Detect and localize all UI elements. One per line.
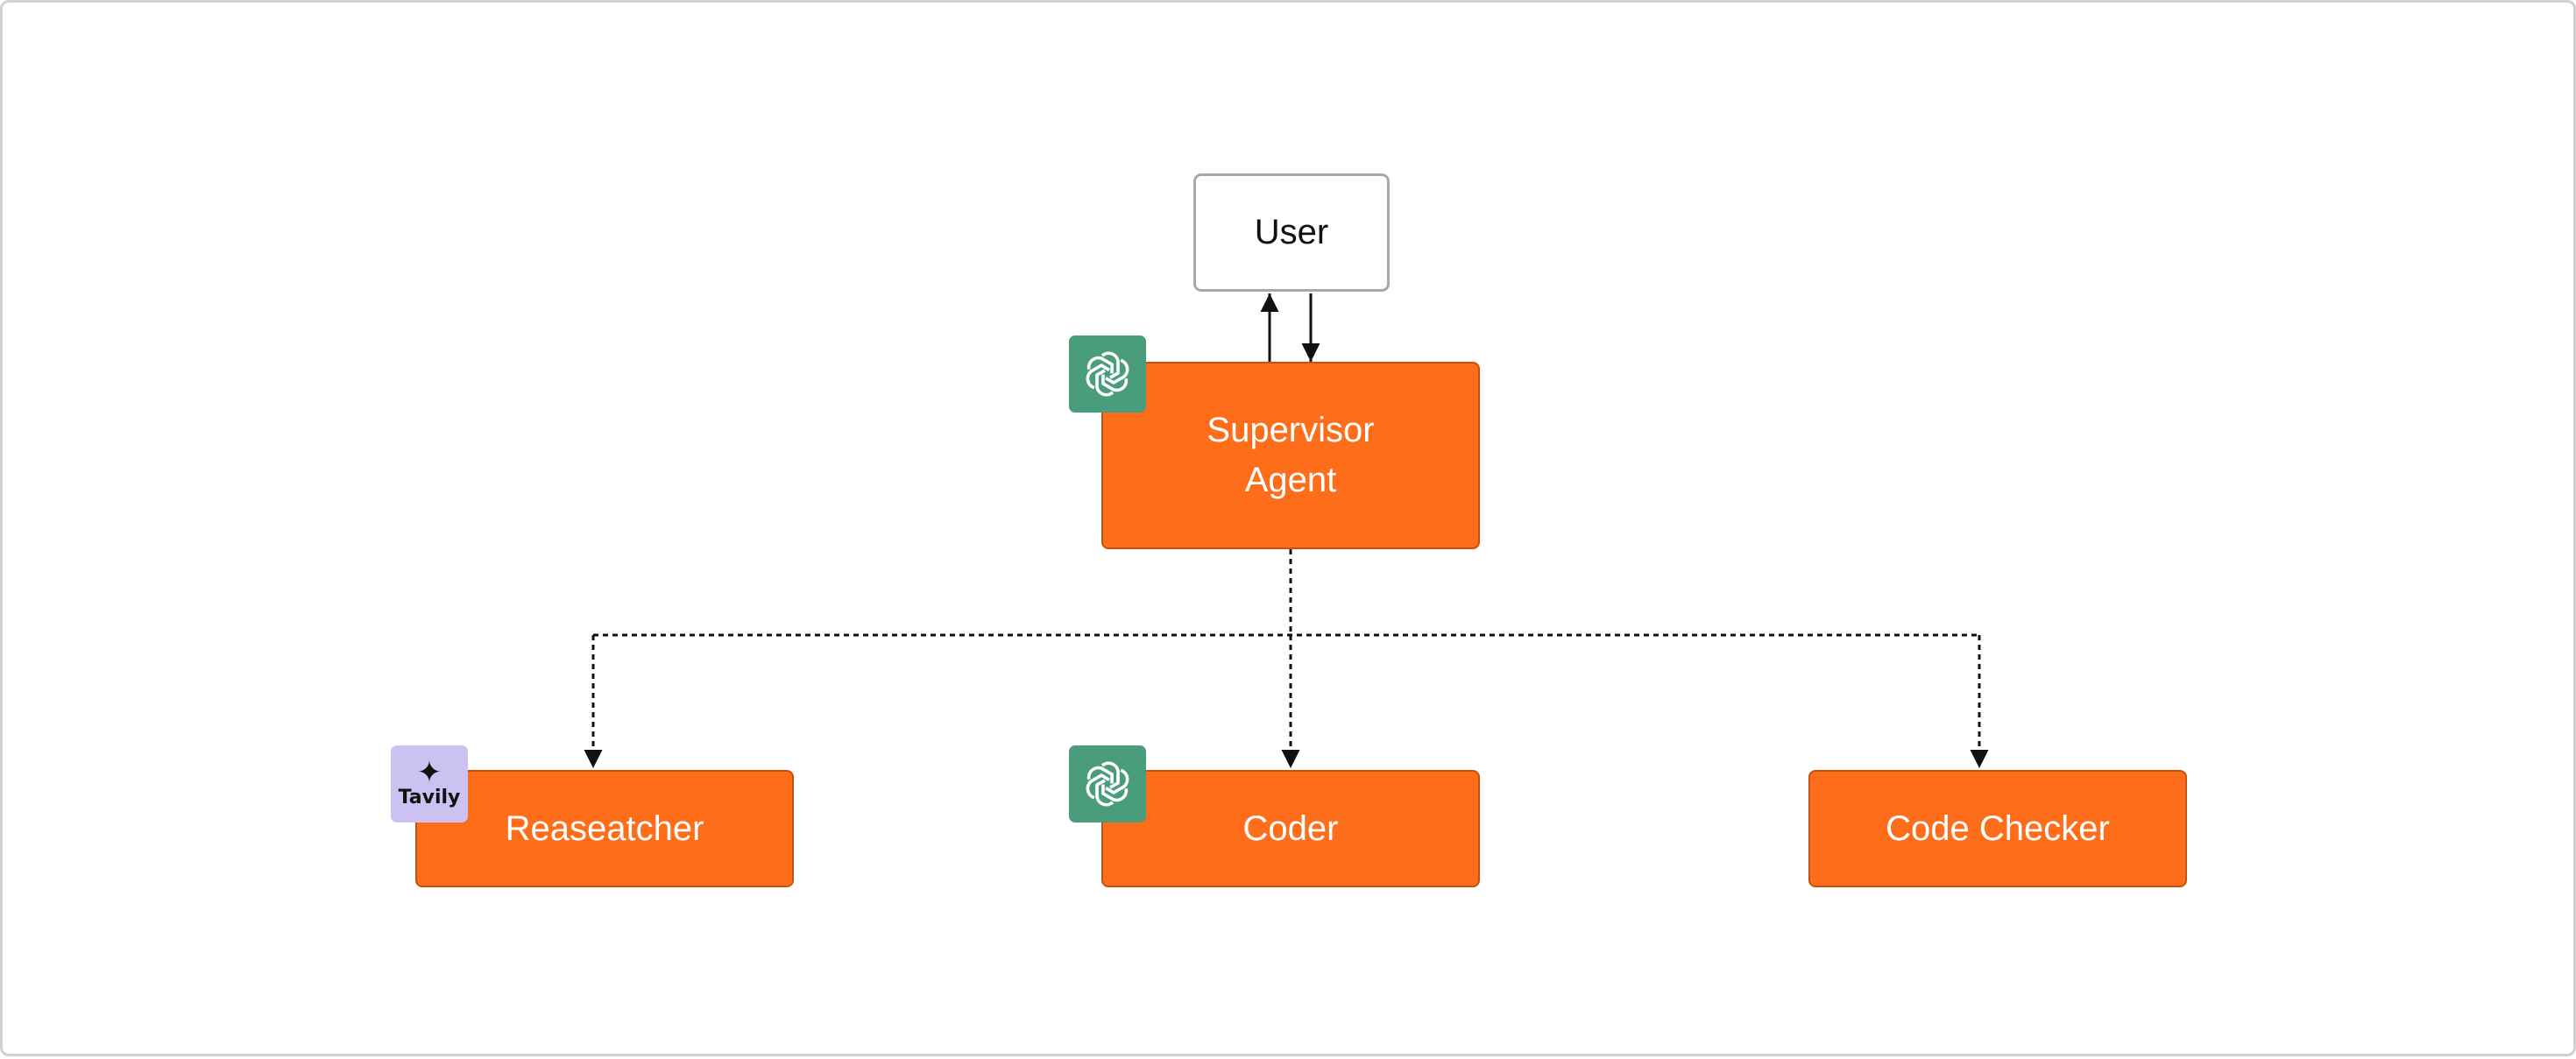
supervisor-agent-node: Supervisor Agent <box>1101 362 1480 549</box>
openai-logo-glyph <box>1086 351 1129 397</box>
user-label: User <box>1254 213 1329 251</box>
user-node: User <box>1193 173 1390 292</box>
openai-icon <box>1069 335 1146 413</box>
tavily-logo: ✦ Tavily <box>391 745 468 822</box>
sparkle-icon: ✦ <box>416 756 442 789</box>
coder-label: Coder <box>1242 808 1339 848</box>
tavily-logo-text: Tavily <box>398 787 461 808</box>
openai-logo-glyph <box>1086 761 1129 807</box>
openai-icon <box>1069 745 1146 822</box>
code-checker-label: Code Checker <box>1886 808 2110 848</box>
supervisor-label-line2: Agent <box>1244 461 1337 499</box>
coder-node: Coder <box>1101 770 1480 887</box>
researcher-label: Reaseatcher <box>505 808 704 848</box>
edges-layer <box>584 293 1989 768</box>
supervisor-label-line1: Supervisor <box>1207 411 1375 449</box>
code-checker-node: Code Checker <box>1808 770 2187 887</box>
researcher-node: Reaseatcher <box>415 770 794 887</box>
